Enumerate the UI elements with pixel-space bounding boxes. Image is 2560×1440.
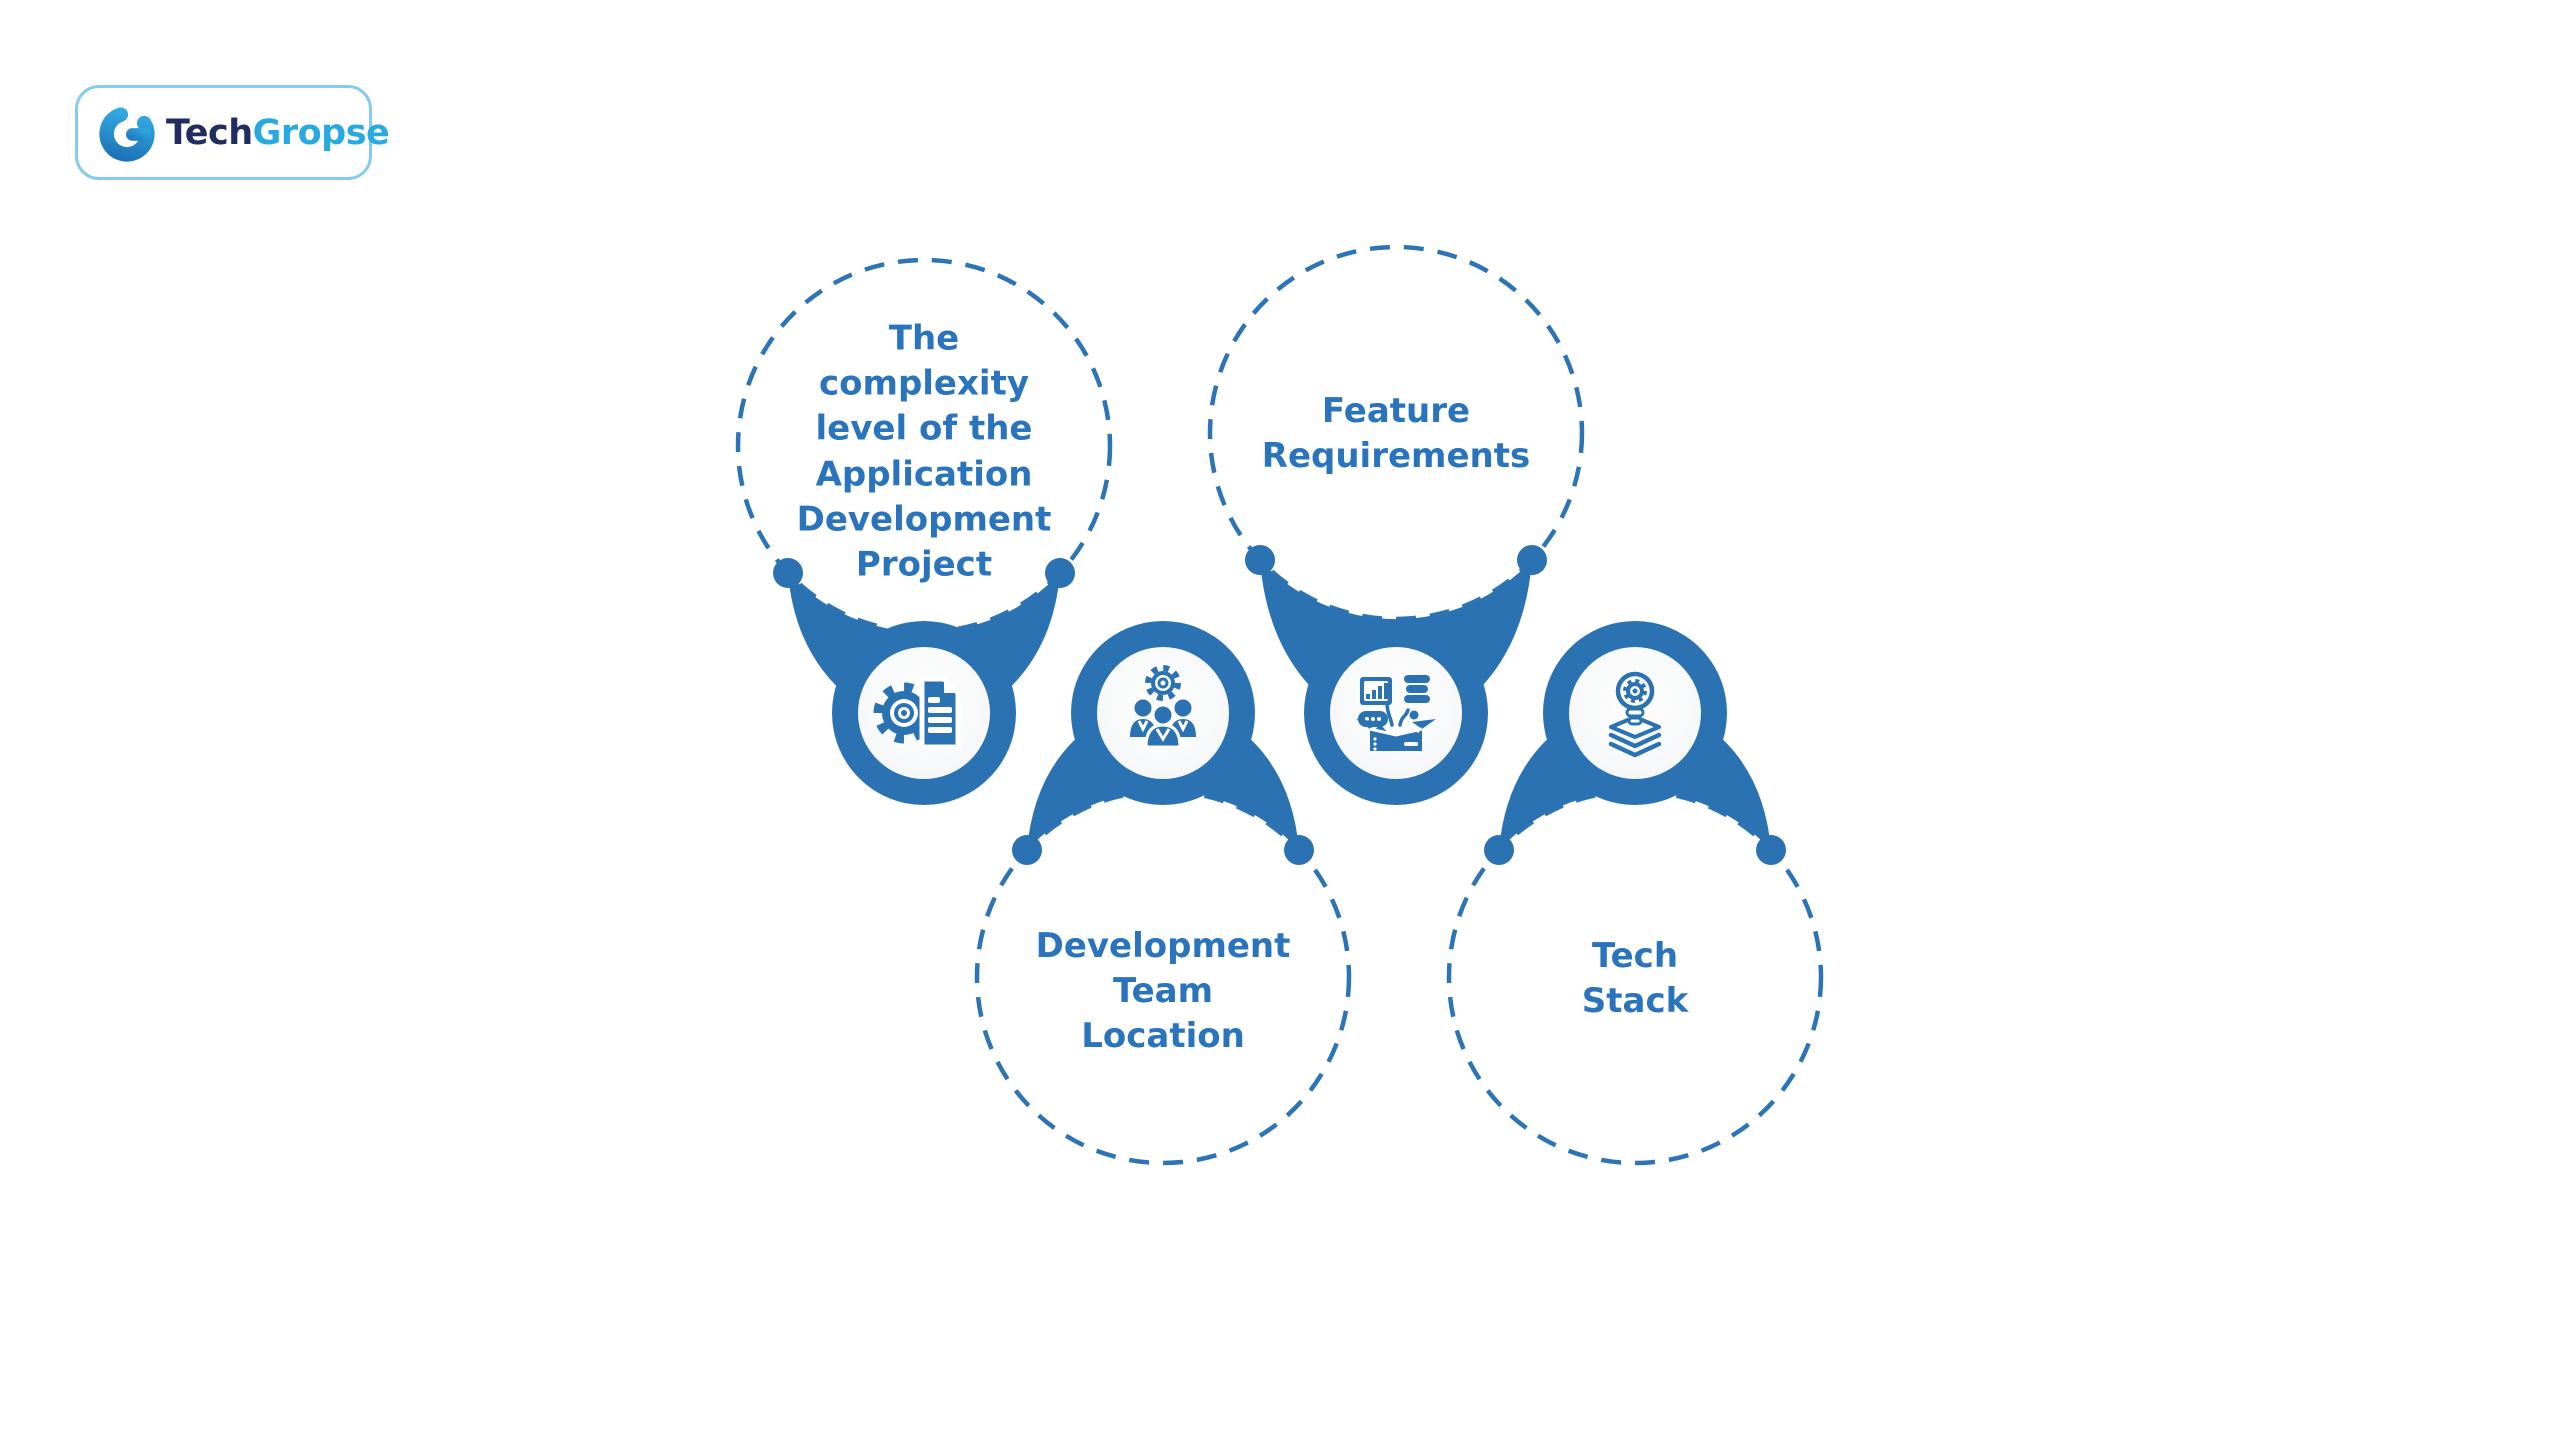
team-gear-icon — [1130, 665, 1196, 749]
dashed-circle-feature-requirements — [1207, 244, 1585, 622]
icon-disc-feature-requirements — [1330, 647, 1462, 779]
logo-g-icon — [99, 105, 155, 162]
node-label-tech-stack: Tech Stack — [1581, 935, 1689, 1021]
dashed-circle-team-location — [974, 788, 1352, 1166]
node-label-complexity-level: The complexity level of the Application … — [796, 318, 1052, 585]
bulb-layers-icon — [1608, 671, 1662, 758]
dashed-circle-tech-stack — [1446, 788, 1824, 1166]
brand-logo: TechGropse — [75, 85, 390, 180]
brand-name-secondary: Gropse — [252, 112, 390, 153]
brand-name-primary: Tech — [166, 112, 253, 153]
funnel-knobs — [773, 545, 1786, 865]
feature-box-icon — [1356, 675, 1436, 751]
node-label-team-location: Development Team Location — [1035, 926, 1291, 1057]
brand-name: TechGropse — [166, 112, 390, 153]
gear-document-icon — [873, 676, 961, 750]
node-label-feature-requirements: Feature Requirements — [1261, 390, 1531, 476]
dashed-circle-complexity-level — [735, 257, 1113, 635]
